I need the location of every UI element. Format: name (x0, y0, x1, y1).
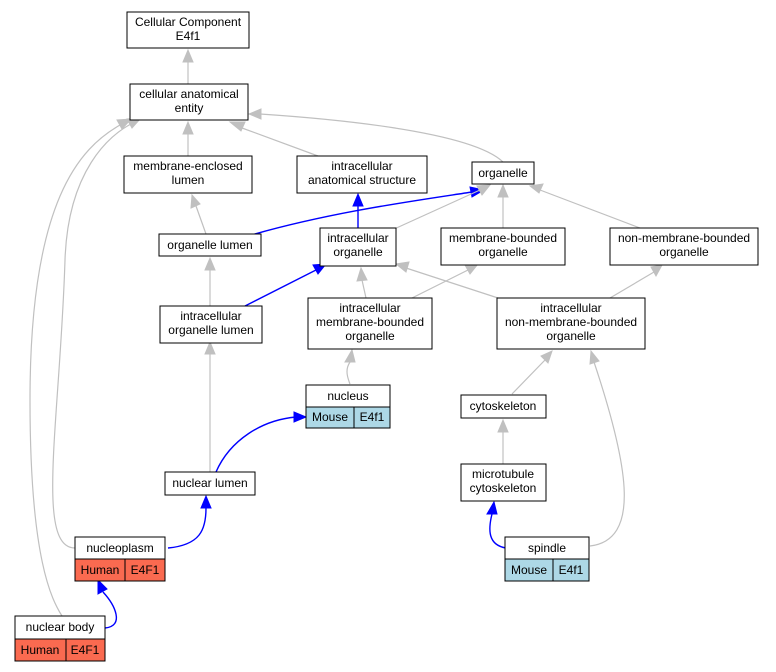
edge-imbo-to-mbo (411, 269, 469, 299)
node-iorg-line1: intracellular (327, 231, 388, 245)
node-non-membrane-bounded-organelle[interactable]: non-membrane-bounded organelle (609, 227, 759, 266)
node-iol-line1: intracellular (180, 309, 241, 323)
node-cytoskeleton[interactable]: cytoskeleton (460, 394, 547, 419)
node-membrane-enclosed-lumen[interactable]: membrane-enclosed lumen (123, 155, 253, 194)
node-cae-line2: entity (175, 101, 204, 115)
node-nucleus[interactable]: nucleus (305, 384, 391, 408)
node-intracellular-non-membrane-bounded-organelle[interactable]: intracellular non-membrane-bounded organ… (496, 297, 646, 350)
node-cytoskeleton-line1: cytoskeleton (470, 399, 537, 413)
annotation-nucleus-species: Mouse (305, 406, 355, 429)
node-imbo-line2: membrane-bounded (316, 315, 424, 329)
annotation-nucleus-species-text: Mouse (312, 410, 348, 424)
edge-nucleus-to-imbo (346, 361, 351, 385)
node-nucleoplasm[interactable]: nucleoplasm (74, 536, 166, 560)
node-organelle-lumen[interactable]: organelle lumen (158, 233, 262, 257)
edge-inmbo-to-iorg (405, 267, 499, 299)
edge-nucleoplasm-to-nuclumen (167, 507, 207, 549)
node-nuclumen-line1: nuclear lumen (172, 476, 247, 490)
node-inmbo-line1: intracellular (540, 301, 601, 315)
node-nmbo-line1: non-membrane-bounded (618, 231, 750, 245)
annotation-nucleoplasm-gene: E4F1 (124, 558, 166, 582)
node-orglumen-line1: organelle lumen (167, 238, 252, 252)
node-imbo-line1: intracellular (339, 301, 400, 315)
annotation-spindle-species: Mouse (504, 558, 554, 582)
node-spindle[interactable]: spindle (504, 536, 590, 560)
node-intracellular-membrane-bounded-organelle[interactable]: intracellular membrane-bounded organelle (307, 297, 433, 350)
annotation-spindle-gene-text: E4f1 (559, 563, 584, 577)
edge-iorg-to-org (391, 189, 481, 231)
edge-nucbody-to-nucleoplasm (102, 591, 118, 629)
annotation-nucleus-gene: E4f1 (353, 406, 391, 429)
node-cellular-anatomical-entity[interactable]: cellular anatomical entity (129, 83, 249, 121)
node-mel-line2: lumen (172, 173, 205, 187)
edge-nucleoplasm-to-cae (52, 123, 132, 549)
node-nuclear-body[interactable]: nuclear body (14, 615, 106, 640)
node-inmbo-line3: organelle (546, 329, 596, 343)
node-nmbo-line2: organelle (659, 245, 709, 259)
edge-spindle-to-mtcyto (489, 513, 507, 549)
annotation-nucbody-gene: E4F1 (65, 638, 106, 662)
node-mtcyto-line1: microtubule (472, 467, 534, 481)
node-cellular-component-line2: E4f1 (176, 29, 201, 43)
annotation-spindle-species-text: Mouse (511, 563, 547, 577)
annotation-nucbody-species-text: Human (21, 643, 60, 657)
edge-ias-to-cae (241, 127, 319, 157)
node-nucleoplasm-line1: nucleoplasm (86, 541, 153, 555)
annotation-nucleoplasm-species: Human (74, 558, 126, 582)
edge-imbo-to-iorg (361, 279, 367, 299)
edge-inmbo-to-nmbo (609, 271, 655, 299)
edge-nucbody-to-cae (29, 124, 121, 617)
node-cellular-component[interactable]: Cellular Component E4f1 (126, 11, 250, 49)
node-nuclear-lumen[interactable]: nuclear lumen (164, 471, 256, 496)
node-organelle[interactable]: organelle (471, 161, 535, 185)
node-mbo-line2: organelle (478, 245, 528, 259)
annotation-spindle-gene: E4f1 (552, 558, 590, 582)
node-iorg-line2: organelle (333, 245, 383, 259)
node-membrane-bounded-organelle[interactable]: membrane-bounded organelle (440, 227, 566, 266)
node-intracellular-organelle[interactable]: intracellular organelle (319, 227, 397, 267)
annotation-nucleus-gene-text: E4f1 (360, 410, 385, 424)
node-nucbody-line1: nuclear body (26, 620, 95, 634)
edge-org-to-cae (259, 113, 504, 163)
node-imbo-line3: organelle (345, 329, 395, 343)
node-mtcyto-line2: cytoskeleton (470, 481, 537, 495)
edges (29, 48, 663, 629)
annotation-nucbody-gene-text: E4F1 (71, 643, 100, 657)
node-intracellular-organelle-lumen[interactable]: intracellular organelle lumen (159, 305, 263, 344)
edge-nuclumen-to-nucleus (215, 416, 297, 473)
edge-iol-to-iorg (244, 269, 317, 307)
annotation-nucbody-species: Human (14, 638, 67, 662)
node-intracellular-anatomical-structure[interactable]: intracellular anatomical structure (296, 155, 428, 194)
node-organelle-line1: organelle (478, 166, 528, 180)
annotation-nucleoplasm-species-text: Human (81, 563, 120, 577)
node-inmbo-line2: non-membrane-bounded (505, 315, 637, 329)
node-ias-line1: intracellular (331, 159, 392, 173)
node-spindle-line1: spindle (528, 541, 566, 555)
node-ias-line2: anatomical structure (308, 173, 416, 187)
node-mel-line1: membrane-enclosed (133, 159, 242, 173)
node-microtubule-cytoskeleton[interactable]: microtubule cytoskeleton (460, 463, 547, 502)
annotation-nucleoplasm-gene-text: E4F1 (131, 563, 160, 577)
edge-orglumen-to-org (247, 191, 473, 237)
edge-nmbo-to-org (539, 189, 641, 229)
edge-orglumen-to-mel (195, 205, 207, 235)
node-mbo-line1: membrane-bounded (449, 231, 557, 245)
nodes: Cellular Component E4f1 cellular anatomi… (14, 11, 759, 662)
node-nucleus-line1: nucleus (327, 389, 368, 403)
node-cae-line1: cellular anatomical (139, 87, 238, 101)
node-cellular-component-line1: Cellular Component (135, 15, 242, 29)
node-iol-line2: organelle lumen (168, 323, 253, 337)
edge-spindle-to-inmbo (589, 361, 625, 547)
edge-cyto-to-inmbo (511, 359, 546, 395)
